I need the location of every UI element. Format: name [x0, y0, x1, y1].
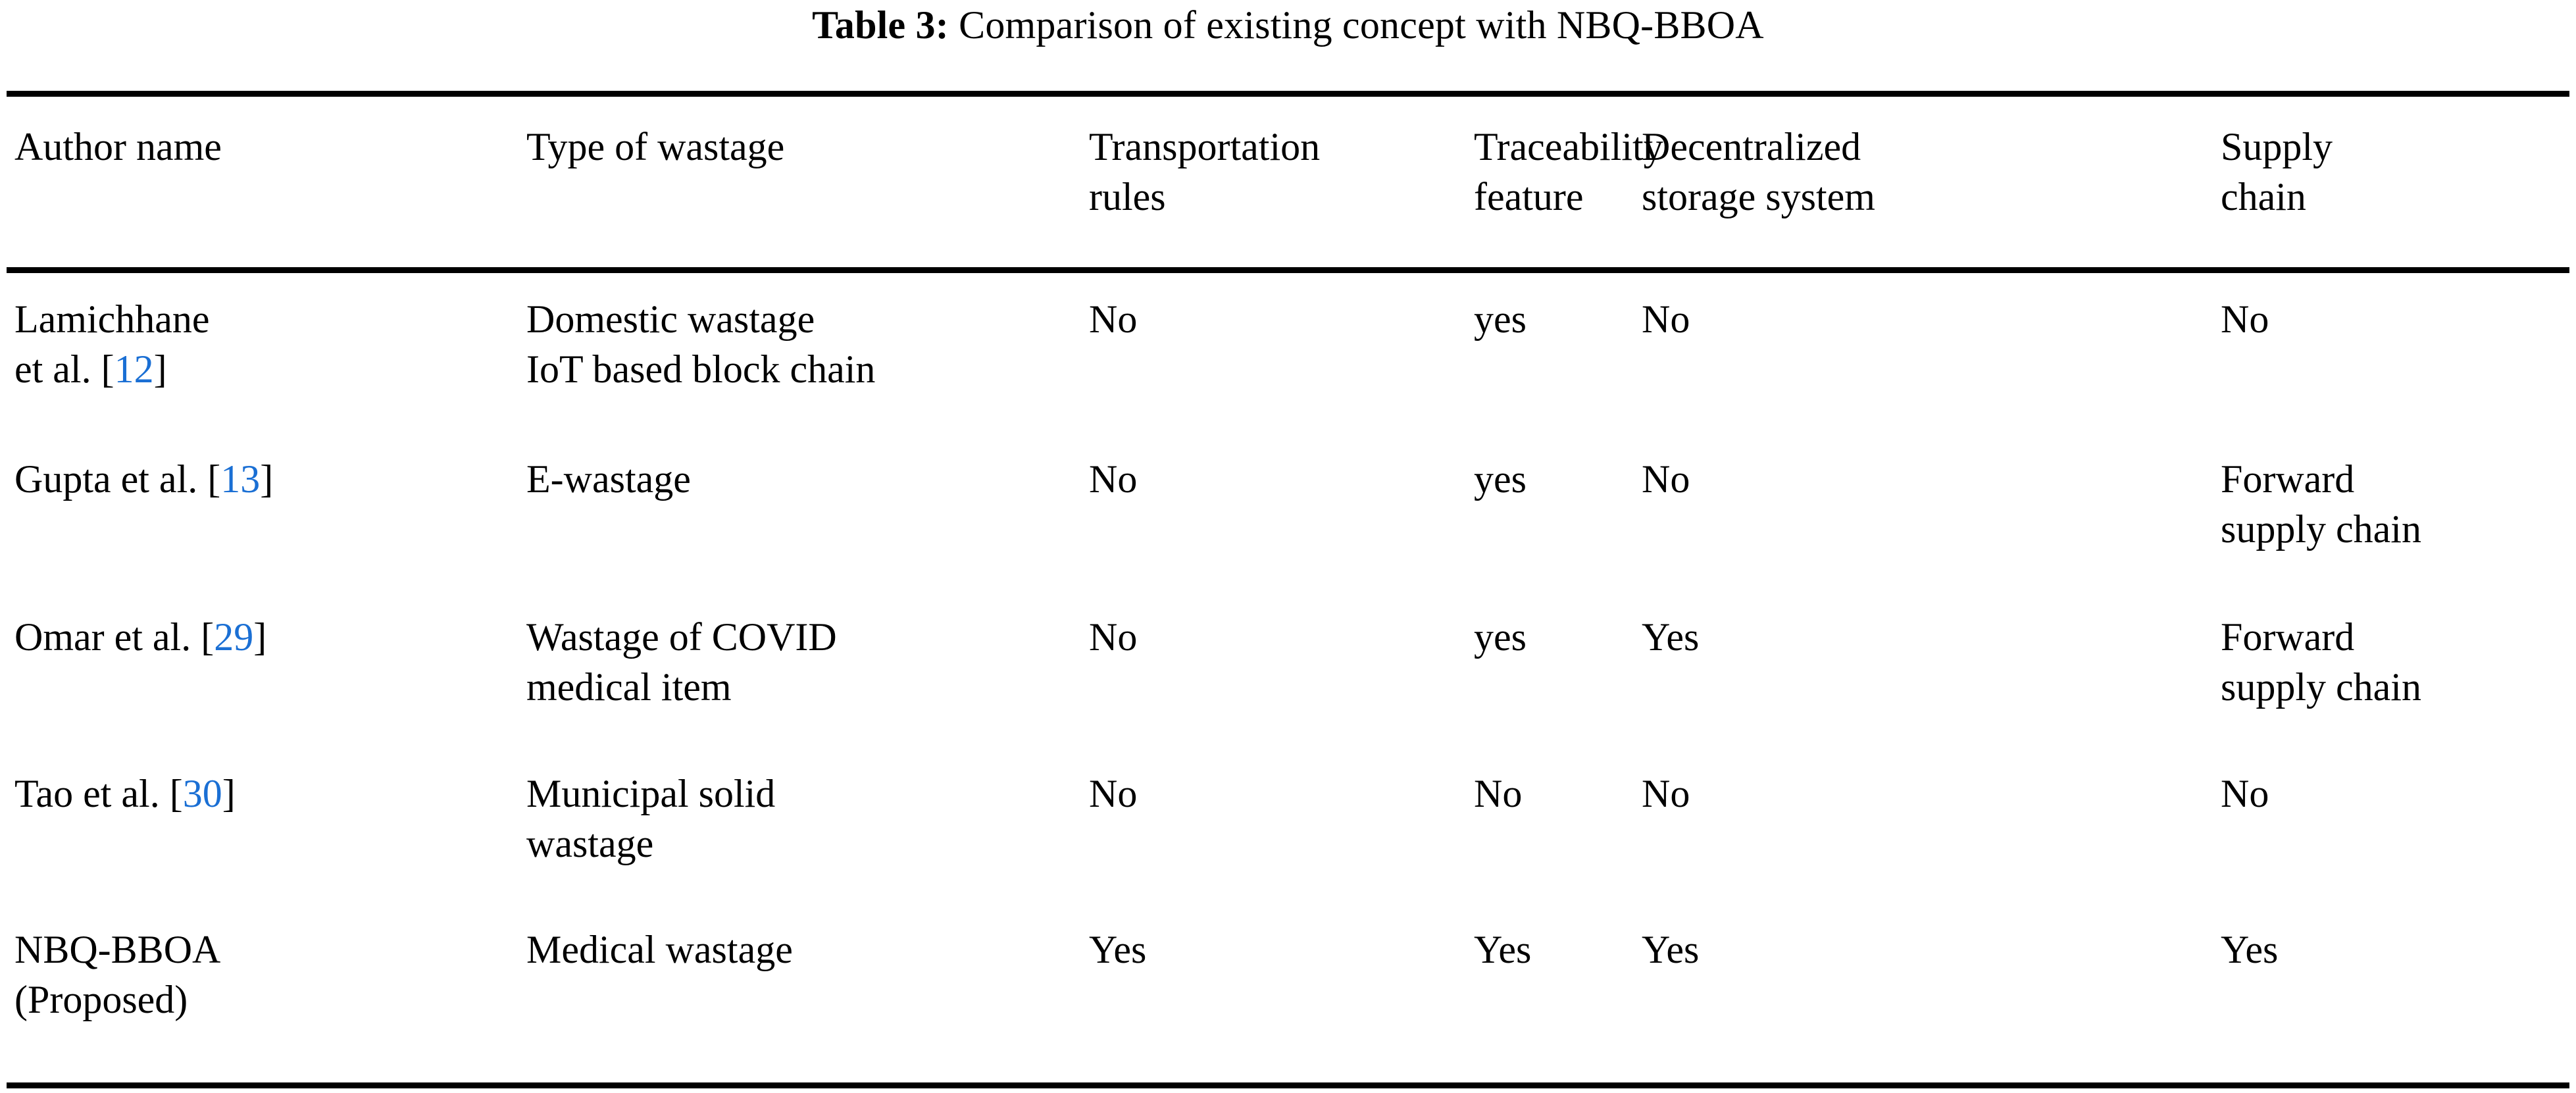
cell-author-name: Omar et al. [29]: [14, 612, 515, 662]
cell-author-name: Gupta et al. [13]: [14, 454, 515, 504]
cell-decentralized-storage-system: No: [1642, 772, 1690, 815]
cell-transportation-rules: Yes: [1089, 928, 1147, 971]
cell-type-of-wastage: Wastage of COVID medical item: [526, 615, 837, 709]
cell-decentralized-storage-system: No: [1642, 297, 1690, 341]
citation-link[interactable]: 13: [220, 457, 261, 501]
cell-transportation-rules: No: [1089, 297, 1138, 341]
table-rule-top: [7, 91, 2569, 97]
cell-author-name: NBQ-BBOA (Proposed): [14, 925, 515, 1025]
table-caption-label: Table 3:: [812, 3, 949, 47]
cell-type-of-wastage: Municipal solid wastage: [526, 772, 776, 866]
cell-type-of-wastage: Domestic wastage IoT based block chain: [526, 297, 876, 392]
column-header-type-of-wastage: Type of wastage: [526, 125, 785, 168]
cell-author-name: Tao et al. [30]: [14, 769, 515, 819]
citation-link[interactable]: 29: [214, 615, 254, 659]
cell-transportation-rules: No: [1089, 615, 1138, 659]
citation-link[interactable]: 12: [114, 347, 154, 392]
column-header-supply-chain: Supply chain: [2221, 125, 2333, 219]
cell-traceability-feature: No: [1474, 772, 1523, 815]
author-name-text: Omar et al. [: [14, 615, 215, 659]
column-header-author-name: Author name: [14, 125, 222, 168]
author-name-text: Lamichhane et al. [: [14, 297, 210, 392]
author-name-text: Tao et al. [: [14, 772, 183, 815]
table-rule-header-separator: [7, 267, 2569, 273]
column-header-traceability-feature: Traceability feature: [1474, 125, 1663, 219]
citation-bracket-close: ]: [153, 347, 167, 392]
author-name-text: Gupta et al. [: [14, 457, 221, 501]
cell-type-of-wastage: E-wastage: [526, 457, 691, 501]
cell-author-name: Lamichhane et al. [12]: [14, 294, 515, 394]
cell-transportation-rules: No: [1089, 457, 1138, 501]
cell-traceability-feature: yes: [1474, 297, 1527, 341]
cell-supply-chain: No: [2221, 772, 2269, 815]
citation-link[interactable]: 30: [182, 772, 222, 815]
table-caption-text: Comparison of existing concept with NBQ-…: [959, 3, 1764, 47]
cell-traceability-feature: Yes: [1474, 928, 1532, 971]
citation-bracket-close: ]: [260, 457, 274, 501]
cell-traceability-feature: yes: [1474, 615, 1527, 659]
cell-supply-chain: No: [2221, 297, 2269, 341]
cell-traceability-feature: yes: [1474, 457, 1527, 501]
cell-supply-chain: Yes: [2221, 928, 2279, 971]
cell-decentralized-storage-system: Yes: [1642, 615, 1700, 659]
cell-supply-chain: Forward supply chain: [2221, 615, 2421, 709]
column-header-transportation-rules: Transportation rules: [1089, 125, 1321, 219]
citation-bracket-close: ]: [222, 772, 236, 815]
author-name-text: NBQ-BBOA (Proposed): [14, 928, 221, 1022]
cell-decentralized-storage-system: Yes: [1642, 928, 1700, 971]
citation-bracket-close: ]: [253, 615, 267, 659]
cell-transportation-rules: No: [1089, 772, 1138, 815]
cell-supply-chain: Forward supply chain: [2221, 457, 2421, 551]
column-header-decentralized-storage-system: Decentralized storage system: [1642, 125, 1875, 219]
cell-decentralized-storage-system: No: [1642, 457, 1690, 501]
cell-type-of-wastage: Medical wastage: [526, 928, 793, 971]
table-caption: Table 3: Comparison of existing concept …: [0, 1, 2576, 49]
table-rule-bottom: [7, 1082, 2569, 1088]
